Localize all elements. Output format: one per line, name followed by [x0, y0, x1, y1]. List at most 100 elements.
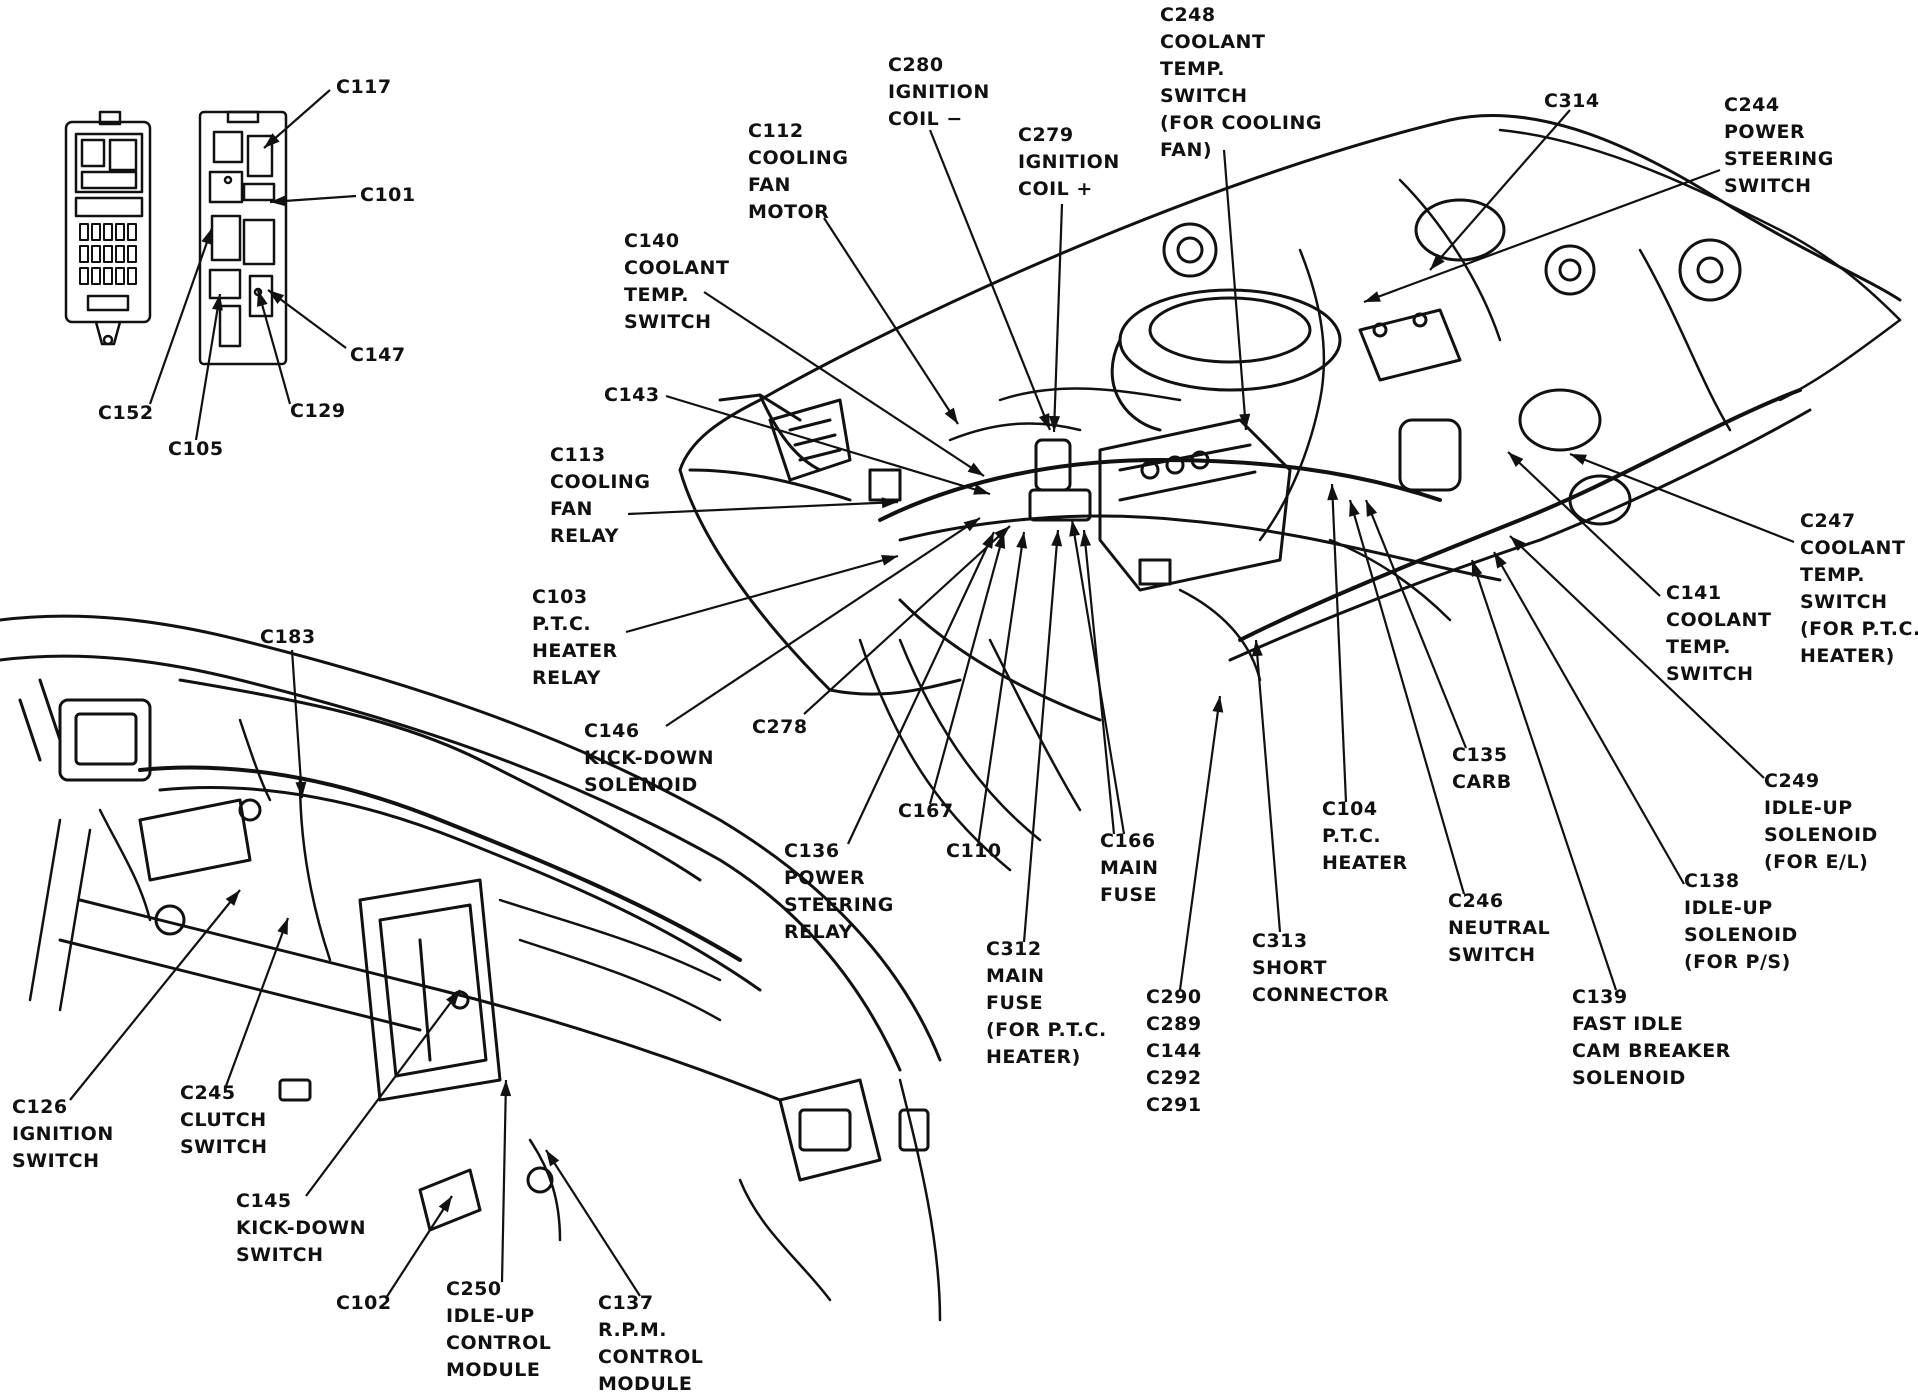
callout-c278: C278	[752, 714, 808, 741]
callout-line: C247	[1800, 510, 1856, 532]
callout-line: C110	[946, 840, 1002, 862]
callout-line: C138	[1684, 870, 1740, 892]
callout-line: (FOR E/L)	[1764, 851, 1869, 873]
callout-c129: C129	[290, 398, 346, 425]
callout-line: (FOR P.T.C.	[986, 1019, 1107, 1041]
arrowhead-c152	[201, 228, 212, 245]
arrowhead-c312	[1051, 530, 1063, 547]
leader-line-c248	[1222, 149, 1248, 431]
arrowhead-c166	[1069, 520, 1081, 537]
callout-c152: C152	[98, 400, 154, 427]
arrowhead-c105	[211, 294, 223, 311]
fuse-box-front-drawing	[64, 110, 152, 346]
leader-line-c112	[823, 217, 959, 425]
leader-line-c313	[1254, 639, 1282, 933]
callout-line: C141	[1666, 582, 1722, 604]
callout-line: TEMP.	[1666, 636, 1732, 658]
callout-line: HEATER)	[1800, 645, 1895, 667]
callout-line: FAN	[550, 498, 593, 520]
callout-line: C248	[1160, 4, 1216, 26]
callout-line: SWITCH	[180, 1136, 268, 1158]
arrowhead-c250	[500, 1080, 512, 1097]
callout-line: RELAY	[784, 921, 853, 943]
leader-line-c244	[1363, 168, 1721, 304]
leader-line-c314	[1429, 109, 1571, 271]
callout-line: C102	[336, 1292, 392, 1314]
callout-line: C245	[180, 1082, 236, 1104]
arrowhead-c143	[973, 484, 990, 495]
callout-line: CAM BREAKER	[1572, 1040, 1731, 1062]
callout-c167: C167	[898, 798, 954, 825]
leader-line-c290grp	[1178, 695, 1222, 991]
callout-line: C278	[752, 716, 808, 738]
leader-line-c103	[625, 554, 899, 634]
callout-line: SOLENOID	[584, 774, 698, 796]
leader-line-c250	[500, 1079, 508, 1283]
callout-c101: C101	[360, 182, 416, 209]
callout-line: C135	[1452, 744, 1508, 766]
leader-line-c146	[665, 517, 981, 727]
callout-line: IGNITION	[12, 1123, 114, 1145]
leader-line-c147	[267, 289, 347, 349]
callout-line: STEERING	[1724, 148, 1834, 170]
arrowhead-c146	[963, 518, 980, 532]
callout-line: C244	[1724, 94, 1780, 116]
callout-line: C117	[336, 76, 392, 98]
arrowhead-c313	[1251, 640, 1263, 657]
callout-line: KICK-DOWN	[236, 1217, 366, 1239]
leader-line-c135	[1364, 499, 1468, 749]
callout-line: FAST IDLE	[1572, 1013, 1684, 1035]
callout-line: COIL +	[1018, 178, 1093, 200]
callout-line: TEMP.	[1160, 58, 1226, 80]
arrowhead-c246	[1349, 500, 1360, 517]
callout-line: FUSE	[1100, 884, 1158, 906]
arrowhead-c290grp	[1212, 696, 1224, 713]
callout-line: C146	[584, 720, 640, 742]
callout-line: COOLANT	[1666, 609, 1772, 631]
callout-line: CONTROL	[598, 1346, 704, 1368]
callout-line: IDLE-UP	[446, 1305, 535, 1327]
callout-c147: C147	[350, 342, 406, 369]
callout-line: COOLANT	[1160, 31, 1266, 53]
callout-line: SWITCH	[12, 1150, 100, 1172]
callout-line: SWITCH	[1724, 175, 1812, 197]
arrowhead-c248	[1239, 413, 1251, 430]
arrowhead-c279	[1049, 415, 1061, 432]
callout-line: C145	[236, 1190, 292, 1212]
callout-line: C250	[446, 1278, 502, 1300]
callout-line: RELAY	[532, 667, 601, 689]
callout-line: P.T.C.	[1322, 825, 1382, 847]
arrowhead-c145	[446, 990, 460, 1007]
callout-line: R.P.M.	[598, 1319, 667, 1341]
callout-line: C104	[1322, 798, 1378, 820]
arrowhead-c138	[1494, 552, 1507, 569]
leader-line-c166b	[1082, 529, 1116, 835]
arrowhead-c140	[967, 462, 984, 476]
callout-line: C101	[360, 184, 416, 206]
callout-c143: C143	[604, 382, 660, 409]
leader-line-c141	[1507, 451, 1661, 597]
callout-line: SWITCH	[1160, 85, 1248, 107]
arrowhead-c110	[1016, 532, 1028, 549]
leader-line-c246	[1348, 499, 1466, 895]
callout-line: IGNITION	[888, 81, 990, 103]
callout-line: C152	[98, 402, 154, 424]
arrowhead-c147	[268, 290, 285, 304]
callout-line: POWER	[784, 867, 866, 889]
callout-line: SOLENOID	[1572, 1067, 1686, 1089]
callout-line: C139	[1572, 986, 1628, 1008]
callout-line: COOLANT	[624, 257, 730, 279]
callout-line: C292	[1146, 1067, 1202, 1089]
arrowhead-c103	[881, 555, 898, 566]
leader-line-c280	[928, 129, 1052, 431]
